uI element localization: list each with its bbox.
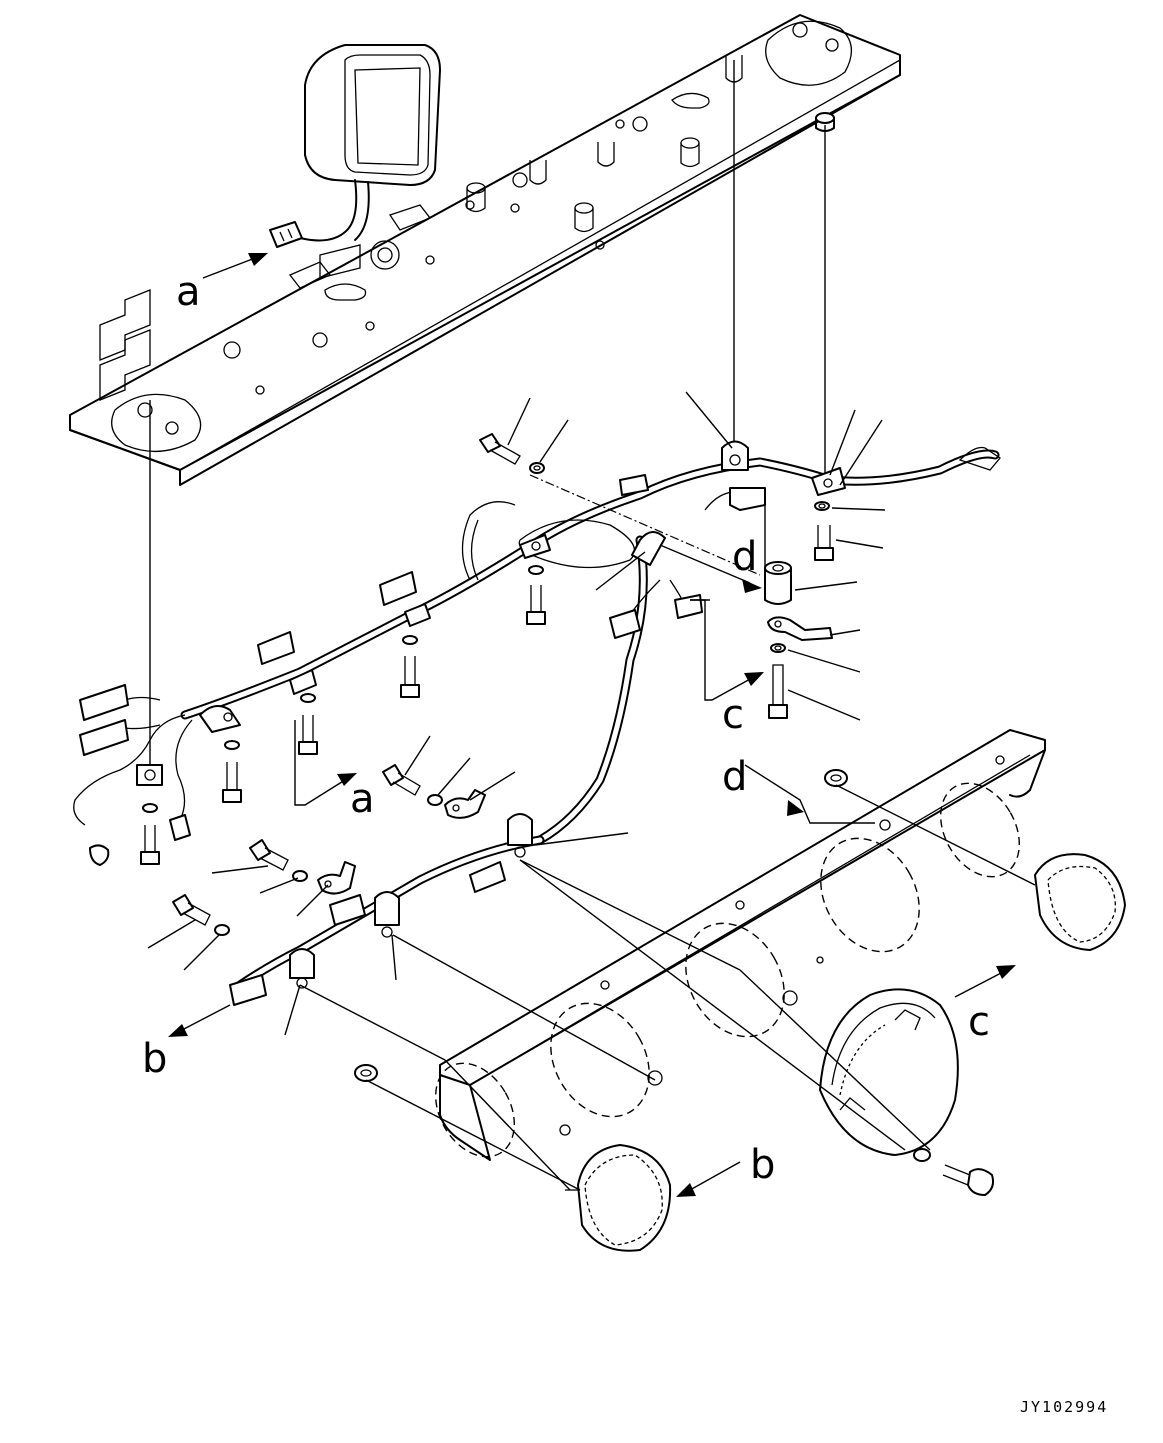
work-lamp xyxy=(269,44,441,248)
callout-b-bottom: b xyxy=(750,1142,775,1188)
fasteners xyxy=(140,433,995,1196)
callout-c-mid: c xyxy=(722,692,744,738)
callout-d-mid: d xyxy=(732,534,757,580)
relay-brackets xyxy=(99,289,151,401)
harness-connectors xyxy=(79,487,766,1006)
callout-labels: a a d c d c b b xyxy=(142,269,990,1188)
callout-a-top: a xyxy=(176,269,201,315)
callout-arrows xyxy=(168,253,1016,1197)
leader-lines xyxy=(147,391,886,1036)
round-lamps xyxy=(565,853,1126,1252)
round-lamp-cover xyxy=(819,988,959,1156)
top-mounting-plate xyxy=(69,14,901,486)
alignment-lines xyxy=(299,474,1036,1191)
round-lamp-bottom-left xyxy=(565,1144,672,1252)
round-lamp-right xyxy=(1034,853,1126,951)
harness-clamps xyxy=(136,440,846,989)
lower-lamp-bracket xyxy=(354,729,1046,1161)
callout-a-mid: a xyxy=(350,776,375,822)
callout-b-left: b xyxy=(142,1036,167,1082)
callout-d-lower: d xyxy=(722,754,747,800)
figure-number: JY102994 xyxy=(1020,1398,1108,1416)
callout-c-right: c xyxy=(968,999,990,1045)
plate-holes xyxy=(223,116,648,395)
